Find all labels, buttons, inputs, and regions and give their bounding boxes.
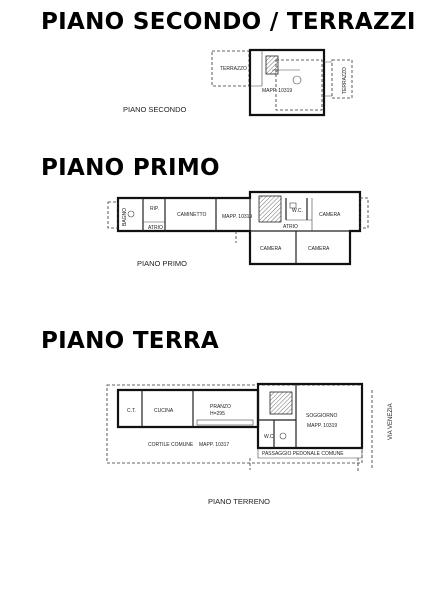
first-floor-inner-walls — [142, 198, 350, 264]
label-atrio-left: ATRIO — [148, 225, 163, 231]
ground-floor-right-inner-walls — [258, 384, 297, 448]
label-soggiorno: SOGGIORNO — [306, 413, 338, 419]
first-floor-stair — [258, 195, 282, 223]
ground-floor-courtyard-outline — [106, 384, 363, 464]
first-floor-partitions — [143, 198, 313, 231]
label-pranzo: PRANZO — [210, 404, 231, 410]
caption-piano-primo: PIANO PRIMO — [137, 259, 187, 268]
label-caminetto: CAMINETTO — [177, 212, 206, 218]
label-camera-bottom-right: CAMERA — [308, 246, 330, 252]
first-floor-toilet — [127, 210, 135, 218]
label-wc-first: W.C. — [292, 208, 303, 214]
plan-first-floor: BAGNO RIP. ATRIO CAMINETTO MAPP. 10319 W… — [107, 190, 369, 268]
label-terrazzo-left: TERRAZZO — [220, 66, 247, 72]
second-floor-room-outline — [275, 59, 323, 111]
first-floor-wc-fixture — [289, 202, 297, 209]
label-mapp-first: MAPP. 10319 — [222, 214, 252, 220]
label-terrazzo-right: TERRAZZO — [342, 67, 348, 94]
terrace-left-outline — [211, 50, 250, 87]
label-mapp-second: MAPP. 10319 — [262, 88, 292, 94]
second-floor-walls — [248, 48, 326, 117]
first-floor-right-outline — [359, 197, 369, 229]
terrace-right-outline — [331, 59, 353, 99]
ground-floor-left-walls — [116, 388, 260, 429]
label-camera-right: CAMERA — [319, 212, 341, 218]
label-height: H=295 — [210, 411, 225, 417]
label-atrio-right: ATRIO — [283, 224, 298, 230]
ground-floor-stair — [269, 391, 293, 415]
label-mapp-ground-right: MAPP. 10319 — [307, 423, 337, 429]
caption-piano-secondo: PIANO SECONDO — [123, 105, 187, 114]
plan-second-floor: TERRAZZO MAPP. 10319 TERRAZZO PIANO SECO… — [123, 48, 353, 117]
label-mapp-ground-left: MAPP. 10317 — [199, 442, 229, 448]
label-rip: RIP. — [150, 206, 159, 212]
second-floor-stair — [265, 55, 279, 75]
label-cucina: CUCINA — [154, 408, 174, 414]
second-floor-fixture — [292, 75, 302, 85]
heading-piano-secondo: PIANO SECONDO / TERRAZZI — [41, 9, 416, 35]
ground-floor-counter — [196, 419, 254, 426]
label-cortile-comune: CORTILE COMUNE — [148, 442, 194, 448]
heading-piano-primo: PIANO PRIMO — [41, 155, 220, 181]
label-bagno: BAGNO — [122, 208, 128, 226]
label-passaggio-pedonale: PASSAGGIO PEDONALE COMUNE — [262, 451, 344, 457]
heading-piano-terra: PIANO TERRA — [41, 328, 219, 354]
terrace-right-connector — [324, 61, 332, 97]
label-camera-bottom-left: CAMERA — [260, 246, 282, 252]
ground-floor-boundary — [249, 458, 359, 472]
first-floor-side-outline — [107, 201, 119, 229]
label-wc-ground: W.C. — [264, 434, 275, 440]
label-ct: C.T. — [127, 408, 136, 414]
label-via-venezia: VIA VENEZIA — [388, 403, 394, 440]
caption-piano-terreno: PIANO TERRENO — [208, 497, 270, 506]
plan-ground-floor: C.T. CUCINA PRANZO H=295 CORTILE COMUNE … — [106, 382, 394, 506]
ground-floor-left-inner-walls — [141, 390, 194, 427]
ground-floor-toilet — [279, 432, 287, 440]
passage-strip — [257, 448, 363, 459]
